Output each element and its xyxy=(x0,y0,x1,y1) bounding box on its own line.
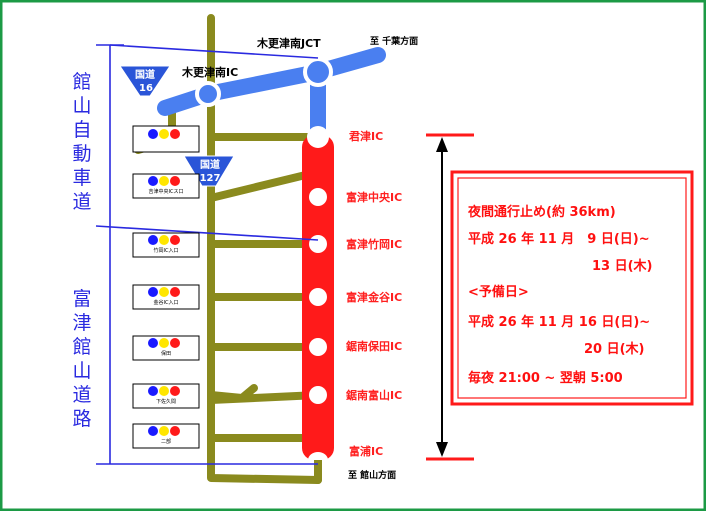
ic-label: 富津竹岡IC xyxy=(346,237,402,251)
ic-label: 富津金谷IC xyxy=(346,290,402,304)
interchange-labels: 君津IC 富津中央IC 富津竹岡IC 富津金谷IC 鋸南保田IC 鋸南富山IC … xyxy=(346,129,402,458)
closure-info-box: 夜間通行止め(約 36km) 平成 26 年 11 月 9 日(日)~ 13 日… xyxy=(450,170,694,406)
toward-north-label: 至 千葉方面 xyxy=(370,35,418,47)
svg-text:道: 道 xyxy=(72,191,91,213)
road-name-tateyama: 館 山 自 動 車 道 xyxy=(72,71,91,213)
jct-label: 木更津南JCT xyxy=(256,36,321,50)
signal-label: 下佐久間 xyxy=(156,398,176,405)
signal-box: 二部 xyxy=(132,423,200,449)
signal-label: 竹岡IC入口 xyxy=(154,247,179,254)
closed-section xyxy=(302,126,334,460)
ic-node xyxy=(309,188,327,206)
svg-text:津: 津 xyxy=(72,312,91,334)
closure-date-2-end: 20 日(木) xyxy=(584,341,645,357)
svg-text:山: 山 xyxy=(72,95,91,117)
signal-box: 保田 xyxy=(132,335,200,361)
backup-heading: <予備日> xyxy=(468,284,529,300)
signal-label: 金谷IC入口 xyxy=(154,299,179,306)
route-127-shield: 国道 127 xyxy=(183,155,235,187)
svg-text:館: 館 xyxy=(72,71,91,93)
shield-number: 127 xyxy=(200,173,221,184)
ic-label: 富浦IC xyxy=(349,444,383,458)
signal-box: 下佐久間 xyxy=(132,383,200,409)
closure-extent-arrow xyxy=(426,133,474,461)
route-16-shield: 国道 16 xyxy=(119,65,171,97)
ic-label: 富津中央IC xyxy=(346,190,402,204)
closure-date-1-end: 13 日(木) xyxy=(592,258,653,274)
closure-date-1: 平成 26 年 11 月 9 日(日)~ xyxy=(468,231,650,247)
closure-date-2: 平成 26 年 11 月 16 日(日)~ xyxy=(468,314,650,330)
ic-label: 君津IC xyxy=(349,129,383,143)
ic-node xyxy=(309,338,327,356)
ic-label: 鋸南保田IC xyxy=(346,339,402,353)
road-name-futtsu-tateyama: 富 津 館 山 道 路 xyxy=(72,288,91,430)
ic-node xyxy=(309,288,327,306)
svg-text:館: 館 xyxy=(72,336,91,358)
shield-word: 国道 xyxy=(200,158,220,171)
svg-text:自: 自 xyxy=(72,119,91,141)
jct-node xyxy=(303,57,333,87)
signal-label: 保田 xyxy=(161,350,171,357)
svg-text:道: 道 xyxy=(72,384,91,406)
signal-label: 二部 xyxy=(161,438,171,445)
ic-node xyxy=(309,386,327,404)
svg-text:車: 車 xyxy=(72,167,91,189)
toward-south-label: 至 館山方面 xyxy=(348,469,396,481)
signal-box: 竹岡IC入口 xyxy=(132,232,200,258)
ic-node-tomiura xyxy=(308,452,328,460)
svg-text:富: 富 xyxy=(72,288,91,310)
signal-box xyxy=(132,125,200,153)
svg-text:山: 山 xyxy=(72,360,91,382)
signal-box: 吉津中央ICス口 xyxy=(132,173,200,199)
ic-label-kisarazu-minami: 木更津南IC xyxy=(181,65,238,79)
traffic-signals: 吉津中央ICス口 竹岡IC入口 金谷IC入口 保田 下佐久間 二部 xyxy=(132,125,200,449)
shield-word: 国道 xyxy=(135,68,155,81)
section-brackets xyxy=(95,44,319,465)
ic-node xyxy=(195,81,221,107)
closure-hours: 毎夜 21:00 ~ 翌朝 5:00 xyxy=(468,370,623,386)
signal-box: 金谷IC入口 xyxy=(132,284,200,310)
closure-title: 夜間通行止め(約 36km) xyxy=(467,204,616,220)
expressway-open-section xyxy=(157,47,386,137)
signal-label: 吉津中央ICス口 xyxy=(149,188,184,195)
svg-text:動: 動 xyxy=(72,143,91,165)
shield-number: 16 xyxy=(139,83,153,94)
ic-node xyxy=(309,235,327,253)
ic-label: 鋸南富山IC xyxy=(346,388,402,402)
svg-text:路: 路 xyxy=(72,408,91,430)
